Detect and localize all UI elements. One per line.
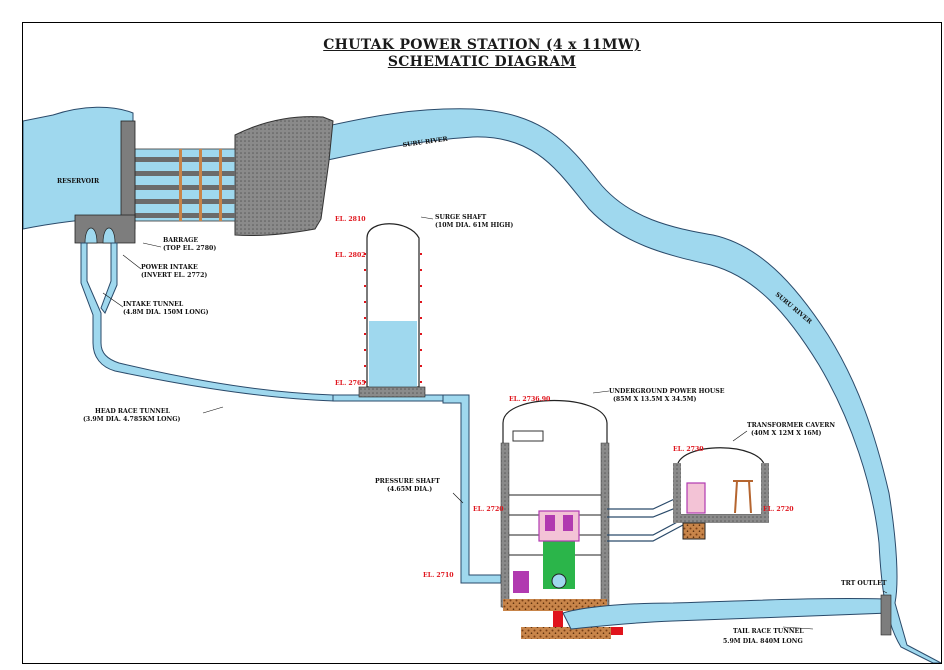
elevation-surge-mid: EL. 2802 xyxy=(335,252,366,259)
tail-race-size-label: 5.9M DIA. 840M LONG xyxy=(723,638,803,645)
transformer-cavern xyxy=(673,447,769,540)
head-race-label: HEAD RACE TUNNEL xyxy=(95,408,171,415)
transformer-size-label: (40M X 12M X 16M) xyxy=(751,430,822,437)
leader-lines xyxy=(102,216,888,630)
surge-shaft-size-label: (10M DIA. 61M HIGH) xyxy=(435,222,513,229)
head-race-size-label: (3.9M DIA. 4.785KM LONG) xyxy=(83,416,181,423)
intake-tunnel-size-label: (4.8M DIA. 150M LONG) xyxy=(123,309,209,316)
suru-river xyxy=(312,108,941,663)
elevation-surge-top: EL. 2810 xyxy=(335,216,366,223)
barrage-wingwall xyxy=(234,116,334,237)
power-intake-label: POWER INTAKE xyxy=(141,264,198,271)
diagram-title: CHUTAK POWER STATION (4 x 11MW) xyxy=(323,37,641,53)
power-house xyxy=(500,400,623,639)
pressure-shaft-label: PRESSURE SHAFT xyxy=(375,478,440,485)
elevation-transformer-crown: EL. 2730 xyxy=(673,446,704,453)
power-house-size-label: (85M X 13.5M X 34.5M) xyxy=(613,396,696,403)
barrage-label: BARRAGE xyxy=(163,237,198,244)
elevation-power-house-floor: EL. 2720 xyxy=(473,506,504,513)
reservoir xyxy=(23,106,134,230)
tail-race-tunnel xyxy=(562,597,890,630)
barrage-el-label: (TOP EL. 2780) xyxy=(163,245,216,252)
elevation-pressure-bottom: EL. 2710 xyxy=(423,572,454,579)
barrage-gates xyxy=(134,148,236,222)
surge-shaft-label: SURGE SHAFT xyxy=(435,214,487,221)
diagram-frame: CHUTAK POWER STATION (4 x 11MW) SCHEMATI… xyxy=(22,22,942,664)
pressure-shaft xyxy=(442,394,502,584)
intake-tunnel xyxy=(80,242,336,402)
power-intake-el-label: (INVERT EL. 2772) xyxy=(141,272,207,279)
elevation-transformer-floor: EL. 2720 xyxy=(763,506,794,513)
elevation-head-race: EL. 2765 xyxy=(335,380,366,387)
diagram-subtitle: SCHEMATIC DIAGRAM xyxy=(387,54,577,70)
reservoir-label: RESERVOIR xyxy=(57,178,100,185)
schematic-svg: RESERVOIR SURU RIVER SURU RIVER BARRAGE … xyxy=(23,106,941,663)
elevation-power-house-crown: EL. 2736.90 xyxy=(509,396,551,403)
trt-outlet xyxy=(880,594,892,636)
tail-race-label: TAIL RACE TUNNEL xyxy=(733,628,804,635)
surge-shaft xyxy=(358,223,426,398)
intake-tunnel-label: INTAKE TUNNEL xyxy=(123,301,184,308)
power-house-label: UNDERGROUND POWER HOUSE xyxy=(609,388,725,395)
transformer-label: TRANSFORMER CAVERN xyxy=(747,422,835,429)
pressure-shaft-size-label: (4.65M DIA.) xyxy=(387,486,432,493)
bus-duct xyxy=(607,494,684,542)
trt-outlet-label: TRT OUTLET xyxy=(841,580,887,587)
barrage-abutment xyxy=(120,120,136,230)
